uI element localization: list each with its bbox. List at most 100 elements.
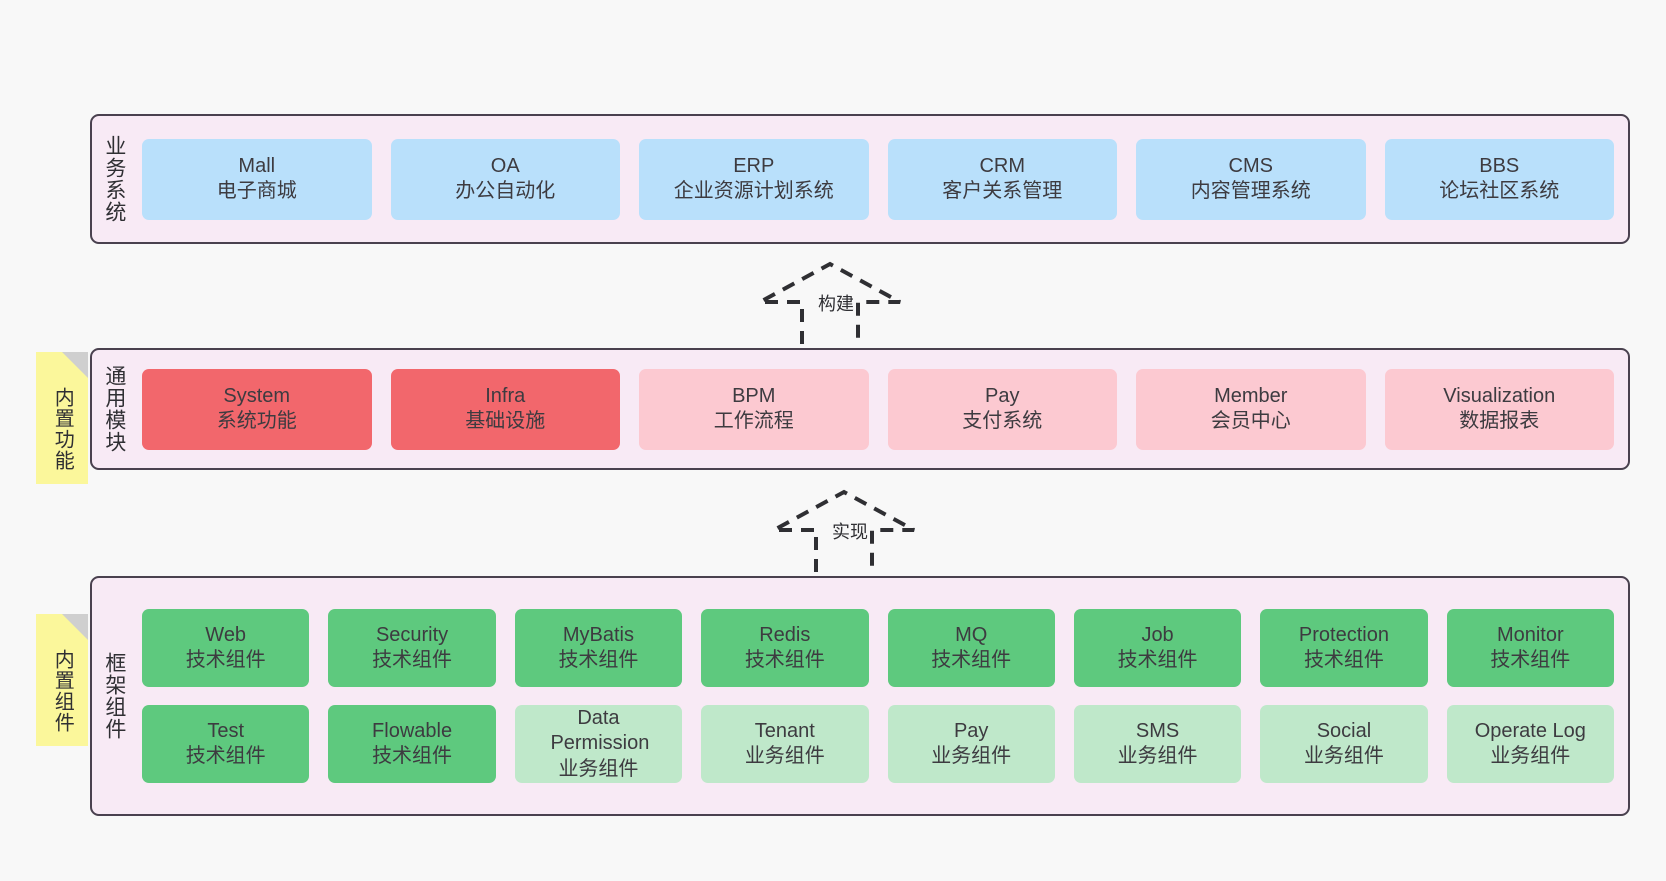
card-social[interactable]: Social 业务组件	[1260, 705, 1428, 783]
card-sms[interactable]: SMS 业务组件	[1073, 705, 1242, 783]
card-title-en: MyBatis	[562, 623, 634, 646]
card-row-business-component: Test 技术组件 Flowable 技术组件 Data Permission …	[142, 705, 1614, 783]
layer-title-common-module: 通用模块	[102, 365, 126, 453]
card-title-en: Infra	[485, 384, 526, 407]
card-title-cn: 论坛社区系统	[1439, 180, 1560, 202]
card-infra[interactable]: Infra 基础设施	[390, 368, 620, 450]
card-pay-component[interactable]: Pay 业务组件	[887, 705, 1055, 783]
card-title-en: BBS	[1479, 154, 1520, 177]
card-row: Mall 电子商城 OA 办公自动化 ERP 企业资源计划系统 CRM 客户关系…	[142, 138, 1614, 220]
layer-body-framework-component: Web 技术组件 Security 技术组件 MyBatis 技术组件 Redi…	[136, 578, 1628, 814]
card-title-en: Tenant	[754, 719, 815, 742]
layer-framework-component[interactable]: 框架组件 Web 技术组件 Security 技术组件 MyBatis 技术组件…	[90, 576, 1630, 816]
card-title-cn: 办公自动化	[455, 180, 556, 202]
card-title-en: Flowable	[372, 719, 453, 742]
card-pay[interactable]: Pay 支付系统	[887, 368, 1117, 450]
note-fold-corner-icon	[62, 352, 88, 378]
card-bbs[interactable]: BBS 论坛社区系统	[1384, 138, 1614, 220]
card-title-en: BPM	[732, 384, 776, 407]
card-title-en: Protection	[1298, 623, 1389, 646]
layer-common-module[interactable]: 通用模块 System 系统功能 Infra 基础设施 BPM 工作流程 Pay…	[90, 348, 1630, 470]
card-mall[interactable]: Mall 电子商城	[142, 138, 372, 220]
card-row: System 系统功能 Infra 基础设施 BPM 工作流程 Pay 支付系统…	[142, 368, 1614, 450]
card-flowable[interactable]: Flowable 技术组件	[328, 705, 496, 783]
card-title-cn: 企业资源计划系统	[673, 180, 834, 202]
card-security[interactable]: Security 技术组件	[328, 609, 496, 687]
card-title-en: Pay	[953, 719, 989, 742]
card-title-en: Member	[1214, 384, 1288, 407]
card-title-cn: 业务组件	[1303, 745, 1384, 767]
card-title-en: SMS	[1135, 719, 1180, 742]
card-title-en: ERP	[733, 154, 775, 177]
card-redis[interactable]: Redis 技术组件	[701, 609, 869, 687]
card-system[interactable]: System 系统功能	[142, 368, 372, 450]
card-title-cn: 会员中心	[1210, 410, 1291, 432]
note-fold-corner-icon	[62, 614, 88, 640]
card-title-en: Data Permission	[550, 707, 650, 755]
card-visualization[interactable]: Visualization 数据报表	[1384, 368, 1614, 450]
sticky-note-builtin-function[interactable]: 内置功能	[36, 352, 88, 484]
card-bpm[interactable]: BPM 工作流程	[639, 368, 869, 450]
card-title-en: Web	[205, 623, 247, 646]
card-oa[interactable]: OA 办公自动化	[390, 138, 620, 220]
card-row-tech: Web 技术组件 Security 技术组件 MyBatis 技术组件 Redi…	[142, 609, 1614, 687]
card-title-cn: 技术组件	[372, 745, 453, 767]
card-title-cn: 技术组件	[1303, 649, 1384, 671]
card-title-en: Monitor	[1496, 623, 1564, 646]
card-title-cn: 数据报表	[1459, 410, 1540, 432]
card-title-en: OA	[490, 154, 520, 177]
card-mybatis[interactable]: MyBatis 技术组件	[514, 609, 683, 687]
card-title-cn: 基础设施	[465, 410, 546, 432]
layer-title-framework-component: 框架组件	[102, 652, 126, 740]
card-title-cn: 支付系统	[962, 410, 1043, 432]
connector-build-label: 构建	[818, 294, 854, 314]
card-title-cn: 业务组件	[931, 745, 1012, 767]
card-title-cn: 技术组件	[372, 649, 453, 671]
card-title-cn: 技术组件	[744, 649, 825, 671]
layer-body-business-system: Mall 电子商城 OA 办公自动化 ERP 企业资源计划系统 CRM 客户关系…	[136, 116, 1628, 242]
card-web[interactable]: Web 技术组件	[142, 609, 310, 687]
card-title-cn: 技术组件	[931, 649, 1012, 671]
card-title-cn: 内容管理系统	[1190, 180, 1311, 202]
card-title-cn: 业务组件	[1490, 745, 1571, 767]
card-cms[interactable]: CMS 内容管理系统	[1136, 138, 1366, 220]
card-title-en: MQ	[955, 623, 988, 646]
card-title-cn: 技术组件	[558, 649, 639, 671]
card-monitor[interactable]: Monitor 技术组件	[1446, 609, 1614, 687]
card-member[interactable]: Member 会员中心	[1136, 368, 1366, 450]
card-title-en: Visualization	[1443, 384, 1556, 407]
card-operate-log[interactable]: Operate Log 业务组件	[1446, 705, 1614, 783]
card-data-permission[interactable]: Data Permission 业务组件	[514, 705, 683, 783]
connector-implement-label: 实现	[832, 522, 868, 542]
sticky-note-label: 内置功能	[51, 387, 74, 471]
card-protection[interactable]: Protection 技术组件	[1260, 609, 1428, 687]
card-title-en: Security	[375, 623, 449, 646]
layer-title-business-system: 业务系统	[102, 135, 126, 223]
card-title-cn: 电子商城	[216, 180, 297, 202]
card-title-cn: 业务组件	[558, 757, 639, 780]
card-title-en: System	[223, 384, 291, 407]
card-mq[interactable]: MQ 技术组件	[887, 609, 1055, 687]
card-test[interactable]: Test 技术组件	[142, 705, 310, 783]
card-title-cn: 技术组件	[185, 745, 266, 767]
card-title-en: CMS	[1228, 154, 1273, 177]
card-title-cn: 工作流程	[713, 410, 794, 432]
card-title-cn: 系统功能	[216, 410, 297, 432]
sticky-note-builtin-component[interactable]: 内置组件	[36, 614, 88, 746]
card-job[interactable]: Job 技术组件	[1073, 609, 1242, 687]
card-title-en: Job	[1141, 623, 1174, 646]
layer-body-common-module: System 系统功能 Infra 基础设施 BPM 工作流程 Pay 支付系统…	[136, 350, 1628, 468]
card-title-cn: 业务组件	[1117, 745, 1198, 767]
card-title-en: Operate Log	[1474, 719, 1586, 742]
card-erp[interactable]: ERP 企业资源计划系统	[639, 138, 869, 220]
card-crm[interactable]: CRM 客户关系管理	[887, 138, 1117, 220]
card-title-en: Mall	[238, 154, 276, 177]
card-title-cn: 技术组件	[1490, 649, 1571, 671]
sticky-note-label: 内置组件	[51, 649, 74, 733]
layer-business-system[interactable]: 业务系统 Mall 电子商城 OA 办公自动化 ERP 企业资源计划系统 CRM…	[90, 114, 1630, 244]
card-title-cn: 技术组件	[185, 649, 266, 671]
card-title-cn: 技术组件	[1117, 649, 1198, 671]
card-tenant[interactable]: Tenant 业务组件	[701, 705, 869, 783]
card-title-en: CRM	[979, 154, 1026, 177]
